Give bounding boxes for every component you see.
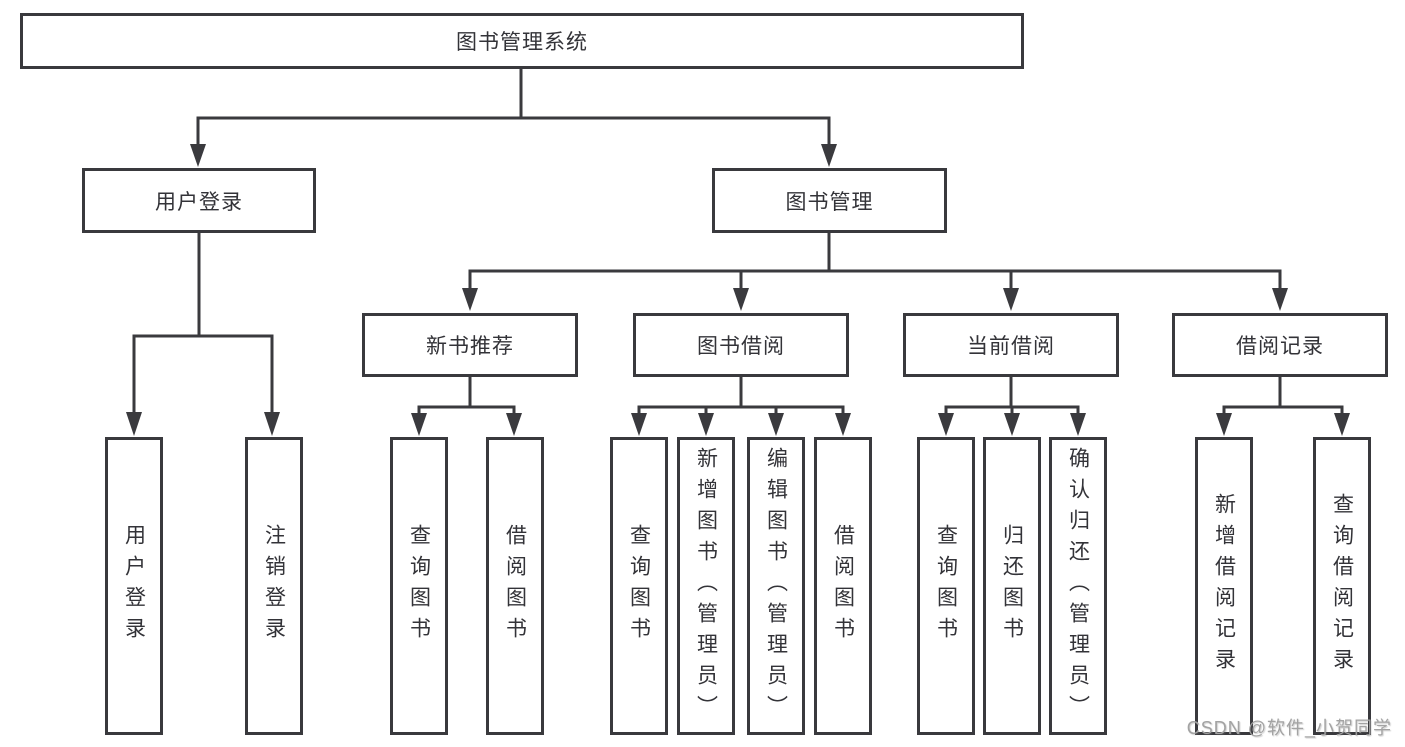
node-user-login-label: 用户登录 <box>155 190 243 214</box>
level3-connectors <box>462 231 1288 311</box>
leaf-query-books-borrow-label: 查询图书 <box>627 524 651 648</box>
leaf-add-borrow-record-label: 新增借阅记录 <box>1212 493 1236 679</box>
leaf-add-borrow-record: 新增借阅记录 <box>1195 437 1253 735</box>
leaf-borrow-books-recommend-label: 借阅图书 <box>503 524 527 648</box>
leaf-edit-books-admin: 编辑图书（管理员） <box>747 437 805 735</box>
arrow-down-icon <box>1216 413 1232 436</box>
leaf-logout-label: 注销登录 <box>262 524 286 648</box>
node-current-borrowing: 当前借阅 <box>903 313 1119 377</box>
node-book-borrowing: 图书借阅 <box>633 313 849 377</box>
node-borrow-records: 借阅记录 <box>1172 313 1388 377</box>
leaf-confirm-return-admin: 确认归还（管理员） <box>1049 437 1107 735</box>
arrow-down-icon <box>938 413 954 436</box>
node-root: 图书管理系统 <box>20 13 1024 69</box>
leaf-borrow-books-recommend: 借阅图书 <box>486 437 544 735</box>
arrow-down-icon <box>768 413 784 436</box>
node-user-login: 用户登录 <box>82 168 316 233</box>
leaf-confirm-return-admin-label: 确认归还（管理员） <box>1066 446 1090 726</box>
arrow-down-icon <box>1004 413 1020 436</box>
arrow-down-icon <box>462 288 478 311</box>
node-book-borrowing-label: 图书借阅 <box>697 335 785 358</box>
node-new-book-recommend-label: 新书推荐 <box>426 335 514 358</box>
leaf-query-books-recommend-label: 查询图书 <box>407 524 431 648</box>
arrow-down-icon <box>821 144 837 167</box>
arrow-down-icon <box>698 413 714 436</box>
leaf-connectors <box>411 375 1350 436</box>
node-current-borrowing-label: 当前借阅 <box>967 335 1055 358</box>
arrow-down-icon <box>264 412 280 436</box>
arrow-down-icon <box>126 412 142 436</box>
leaf-edit-books-admin-label: 编辑图书（管理员） <box>764 446 788 726</box>
leaf-user-login: 用户登录 <box>105 437 163 735</box>
arrow-down-icon <box>835 413 851 436</box>
arrow-down-icon <box>1272 288 1288 311</box>
node-borrow-records-label: 借阅记录 <box>1236 335 1324 358</box>
leaf-query-books-recommend: 查询图书 <box>390 437 448 735</box>
arrow-down-icon <box>1070 413 1086 436</box>
level2-connectors <box>190 66 837 167</box>
leaf-query-books-current: 查询图书 <box>917 437 975 735</box>
user-login-connectors <box>126 231 280 436</box>
arrow-down-icon <box>733 288 749 311</box>
leaf-add-books-admin-label: 新增图书（管理员） <box>694 446 718 726</box>
node-book-management-label: 图书管理 <box>785 190 874 214</box>
watermark: CSDN @软件_小贺同学 <box>1186 718 1392 738</box>
leaf-query-borrow-record-label: 查询借阅记录 <box>1330 493 1354 679</box>
leaf-query-books-current-label: 查询图书 <box>934 524 958 648</box>
leaf-user-login-label: 用户登录 <box>122 524 146 648</box>
leaf-add-books-admin: 新增图书（管理员） <box>677 437 735 735</box>
leaf-return-books: 归还图书 <box>983 437 1041 735</box>
leaf-borrow-books: 借阅图书 <box>814 437 872 735</box>
node-book-management: 图书管理 <box>712 168 947 233</box>
node-new-book-recommend: 新书推荐 <box>362 313 578 377</box>
arrow-down-icon <box>1003 288 1019 311</box>
arrow-down-icon <box>1334 413 1350 436</box>
arrow-down-icon <box>190 144 206 167</box>
leaf-logout: 注销登录 <box>245 437 303 735</box>
leaf-borrow-books-label: 借阅图书 <box>831 524 855 648</box>
leaf-query-borrow-record: 查询借阅记录 <box>1313 437 1371 735</box>
leaf-return-books-label: 归还图书 <box>1000 524 1024 648</box>
arrow-down-icon <box>506 413 522 436</box>
arrow-down-icon <box>631 413 647 436</box>
leaf-query-books-borrow: 查询图书 <box>610 437 668 735</box>
node-root-label: 图书管理系统 <box>456 31 588 54</box>
arrow-down-icon <box>411 413 427 436</box>
